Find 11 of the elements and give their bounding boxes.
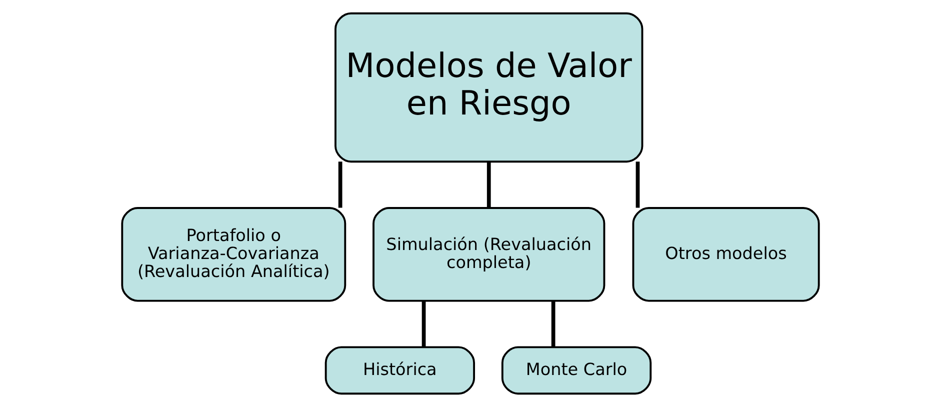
- node-box: Otros modelos: [632, 207, 820, 302]
- node-box: Modelos de Valor en Riesgo: [334, 12, 644, 163]
- node-box: Simulación (Revaluación completa): [372, 207, 606, 302]
- connector: [486, 162, 491, 208]
- connector: [422, 300, 426, 348]
- node-box: Histórica: [324, 346, 476, 395]
- connector: [338, 162, 342, 208]
- connector: [551, 300, 556, 348]
- node-box: Monte Carlo: [501, 346, 652, 395]
- node-box: Portafolio o Varianza-Covarianza (Revaluación Analítica): [121, 207, 346, 302]
- connector: [636, 162, 640, 208]
